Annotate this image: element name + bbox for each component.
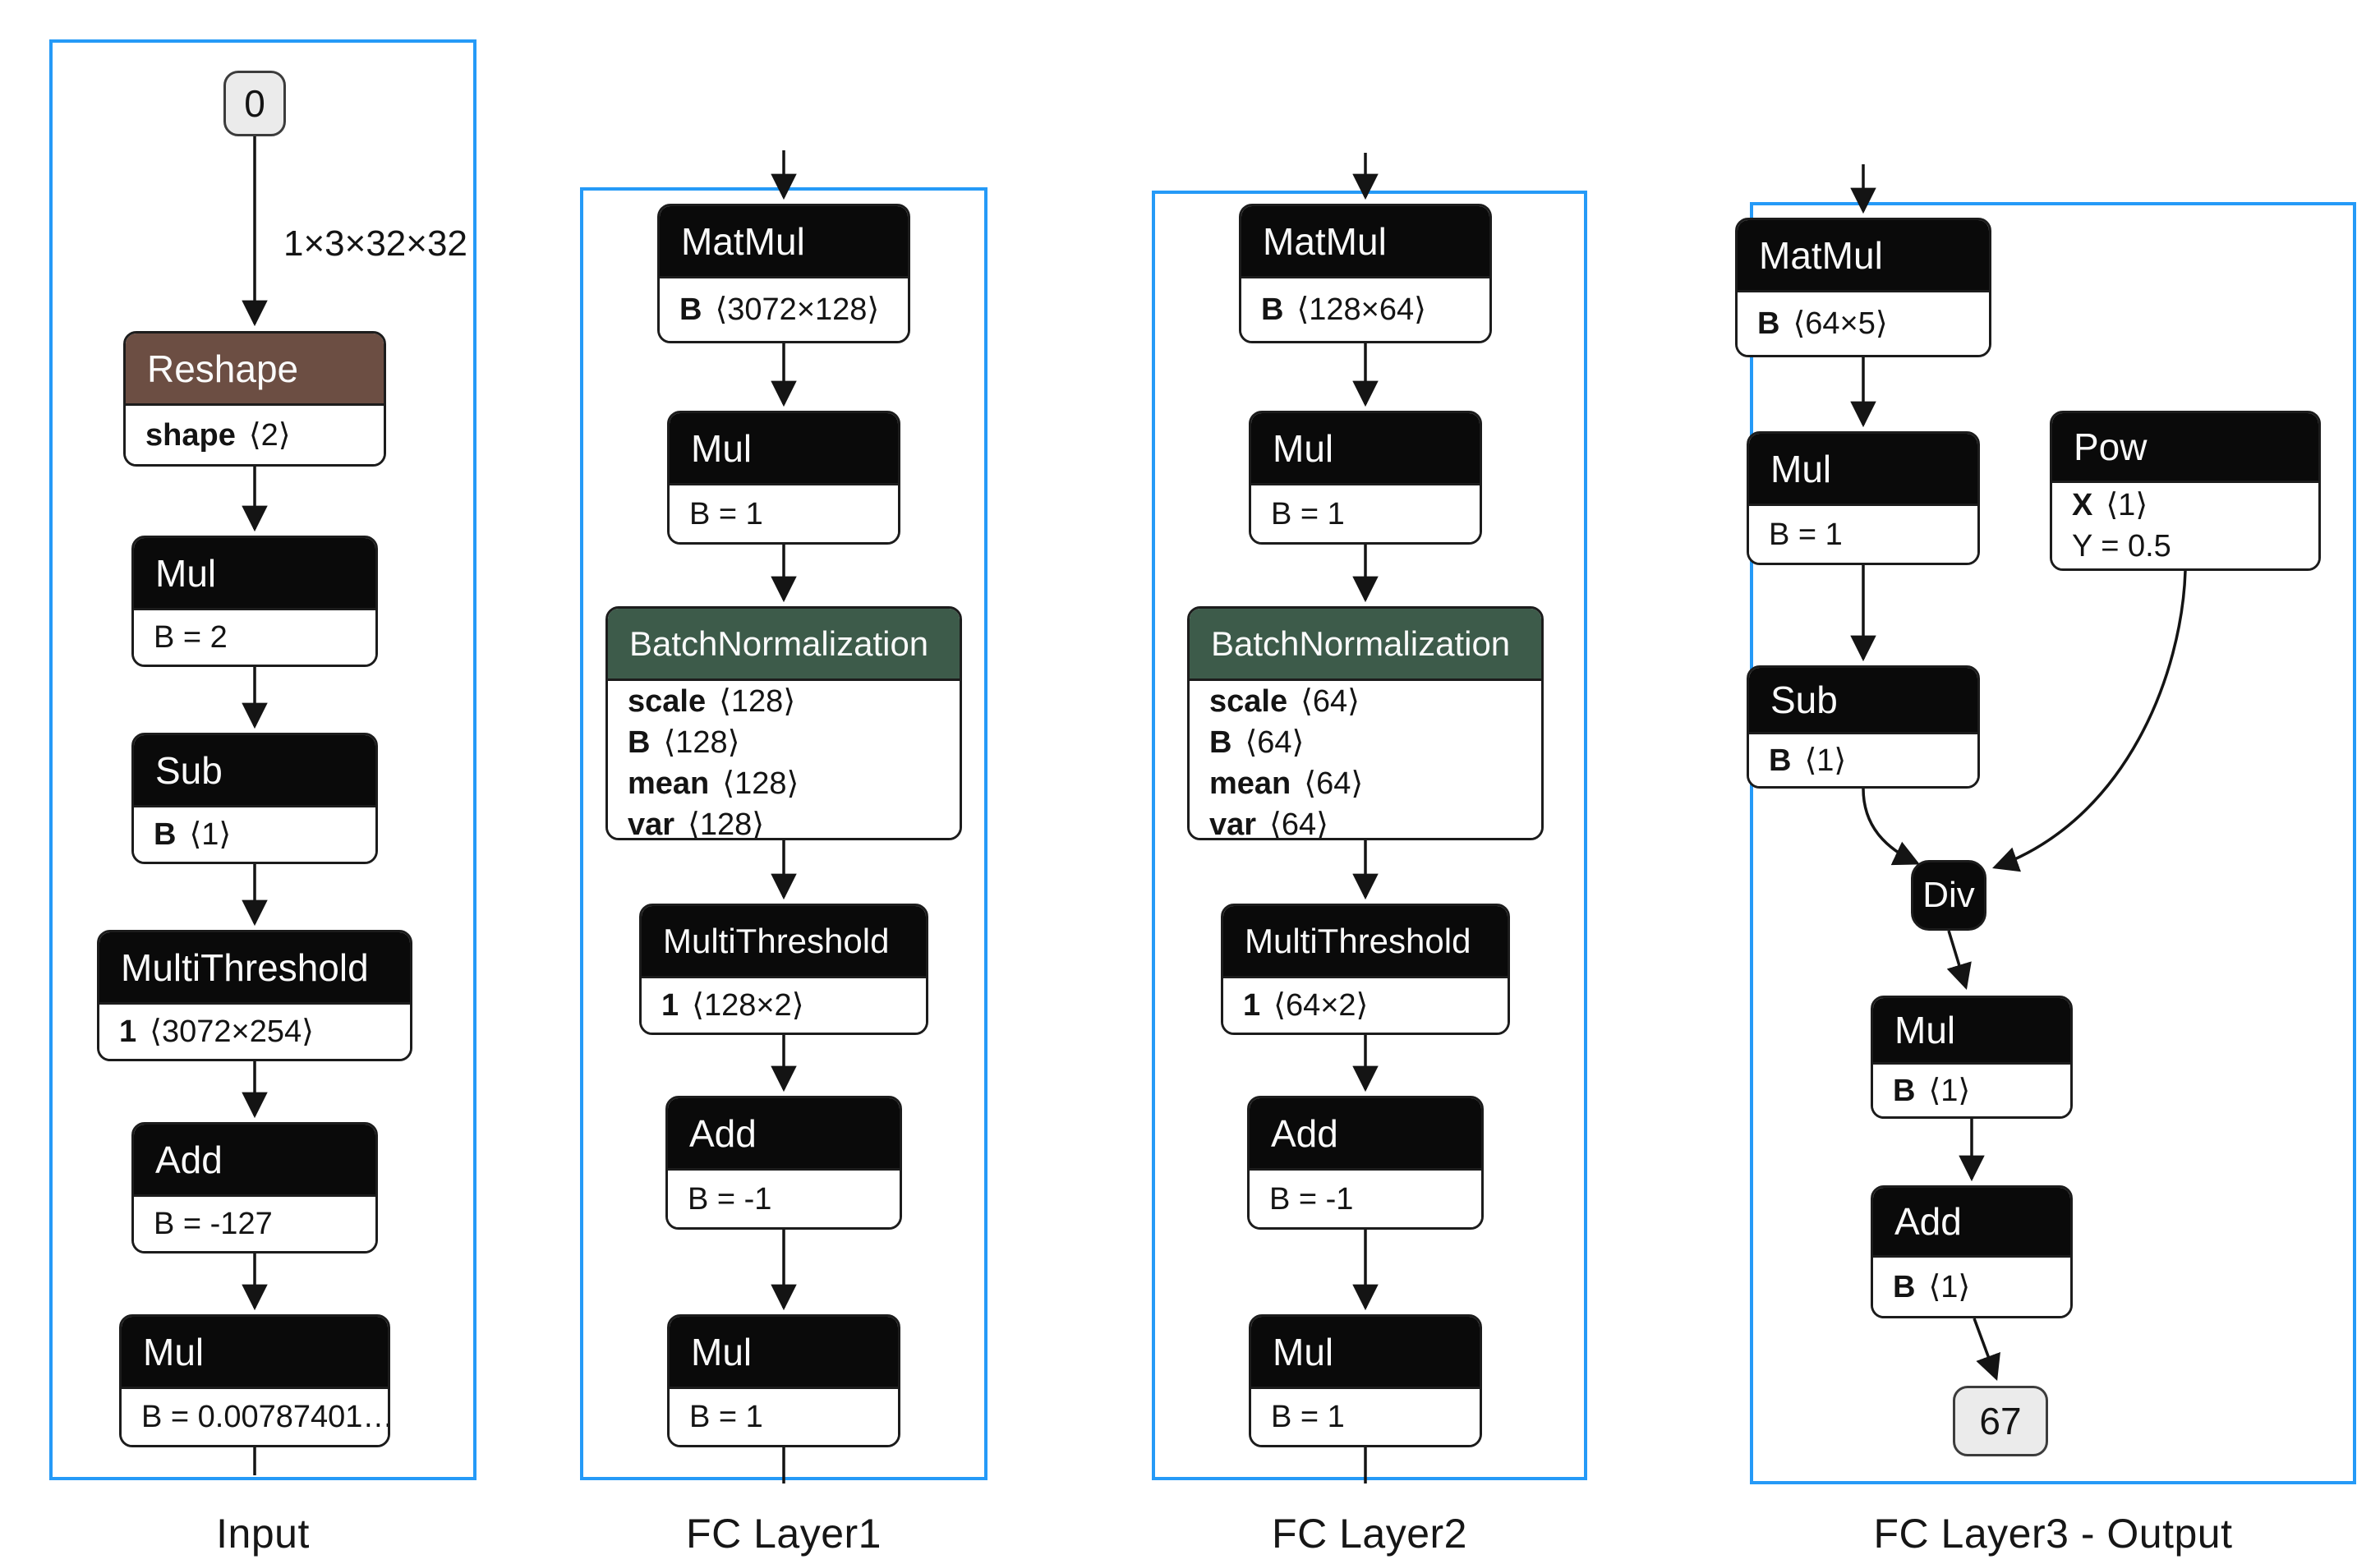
node-mul[interactable]: Mul B = 1 <box>667 411 900 545</box>
group-box-fc-layer3 <box>1750 202 2356 1484</box>
node-sub[interactable]: Sub B⟨1⟩ <box>1747 665 1980 789</box>
group-label-fc-layer1: FC Layer1 <box>686 1511 882 1557</box>
node-title: Pow <box>2052 413 2318 483</box>
node-mul[interactable]: Mul B = 0.00787401… <box>119 1314 390 1447</box>
node-mul[interactable]: Mul B = 2 <box>131 536 378 667</box>
output-tensor-node[interactable]: 67 <box>1953 1386 2048 1456</box>
node-title: Mul <box>1251 1317 1480 1389</box>
node-matmul[interactable]: MatMul B⟨3072×128⟩ <box>657 204 910 343</box>
node-add[interactable]: Add B⟨1⟩ <box>1871 1185 2073 1318</box>
node-title: Mul <box>1749 434 1977 506</box>
node-title: MultiThreshold <box>642 906 926 978</box>
node-title: Reshape <box>126 334 384 406</box>
node-title: BatchNormalization <box>1190 609 1541 681</box>
node-multithreshold[interactable]: MultiThreshold 1⟨128×2⟩ <box>639 904 928 1035</box>
node-title: Sub <box>134 735 375 807</box>
node-div[interactable]: Div <box>1911 860 1986 931</box>
node-title: Mul <box>1873 998 2070 1065</box>
node-mul[interactable]: Mul B = 1 <box>1249 1314 1482 1447</box>
group-label-fc-layer3: FC Layer3 - Output <box>1873 1511 2233 1557</box>
edge-shape-label: 1×3×32×32 <box>283 223 467 264</box>
group-box-input <box>49 39 476 1480</box>
node-title: Add <box>1250 1098 1481 1171</box>
group-label-fc-layer2: FC Layer2 <box>1272 1511 1467 1557</box>
edge <box>1992 570 2187 872</box>
node-mul[interactable]: Mul B = 1 <box>1747 431 1980 565</box>
node-matmul[interactable]: MatMul B⟨64×5⟩ <box>1735 218 1991 357</box>
node-multithreshold[interactable]: MultiThreshold 1⟨3072×254⟩ <box>97 930 412 1061</box>
node-reshape[interactable]: Reshape shape⟨2⟩ <box>123 331 386 467</box>
node-title: Add <box>1873 1188 2070 1258</box>
node-pow[interactable]: Pow X⟨1⟩ Y = 0.5 <box>2050 411 2321 571</box>
group-label-input: Input <box>216 1511 310 1557</box>
node-mul[interactable]: Mul B = 1 <box>667 1314 900 1447</box>
node-title: Add <box>668 1098 900 1171</box>
node-title: Add <box>134 1125 375 1197</box>
node-title: MatMul <box>1738 220 1989 292</box>
node-multithreshold[interactable]: MultiThreshold 1⟨64×2⟩ <box>1221 904 1510 1035</box>
node-mul[interactable]: Mul B = 1 <box>1249 411 1482 545</box>
node-add[interactable]: Add B = -127 <box>131 1122 378 1254</box>
node-add[interactable]: Add B = -1 <box>1247 1096 1484 1230</box>
edge <box>1973 1318 2000 1381</box>
node-title: Mul <box>134 538 375 610</box>
node-add[interactable]: Add B = -1 <box>665 1096 902 1230</box>
edge <box>1946 930 1972 991</box>
node-title: Mul <box>670 1317 898 1389</box>
node-title: MatMul <box>660 206 908 278</box>
node-title: Mul <box>670 413 898 485</box>
node-sub[interactable]: Sub B⟨1⟩ <box>131 733 378 864</box>
input-tensor-node[interactable]: 0 <box>223 71 286 136</box>
node-batchnorm[interactable]: BatchNormalization scale⟨64⟩ B⟨64⟩ mean⟨… <box>1187 606 1544 840</box>
node-mul[interactable]: Mul B⟨1⟩ <box>1871 996 2073 1119</box>
node-title: MatMul <box>1241 206 1489 278</box>
node-batchnorm[interactable]: BatchNormalization scale⟨128⟩ B⟨128⟩ mea… <box>605 606 962 840</box>
edge <box>1862 788 1920 866</box>
node-title: Sub <box>1749 668 1977 734</box>
node-matmul[interactable]: MatMul B⟨128×64⟩ <box>1239 204 1492 343</box>
node-title: BatchNormalization <box>608 609 960 681</box>
node-title: Mul <box>1251 413 1480 485</box>
node-title: MultiThreshold <box>1223 906 1508 978</box>
node-title: Mul <box>122 1317 388 1389</box>
node-title: MultiThreshold <box>99 932 410 1005</box>
